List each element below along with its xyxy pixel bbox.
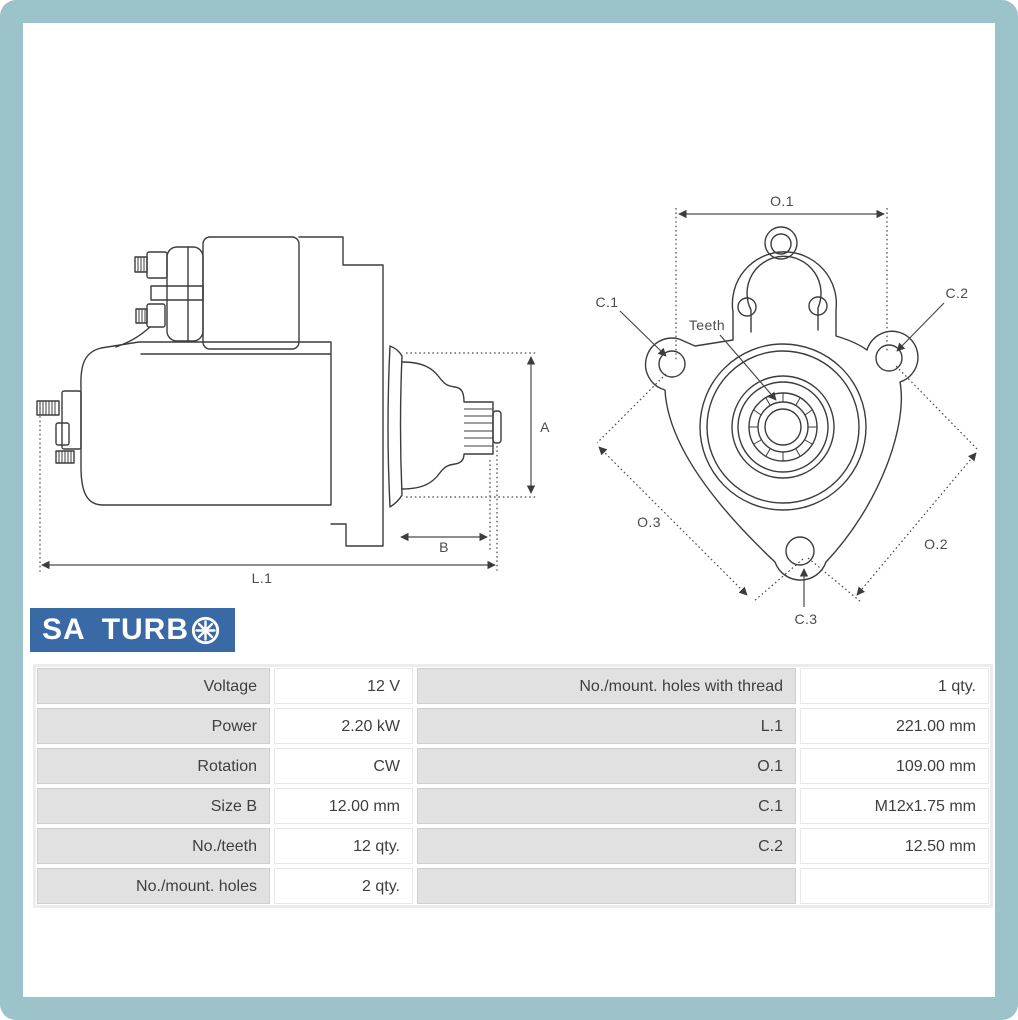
dim-label-c1: C.1 — [596, 294, 619, 310]
spec-label-cell: Voltage — [37, 668, 270, 704]
spec-value-cell: M12x1.75 mm — [800, 788, 989, 824]
spec-value-cell: 1 qty. — [800, 668, 989, 704]
spec-label-cell: Rotation — [37, 748, 270, 784]
dim-label-c3: C.3 — [795, 611, 818, 627]
spec-label-cell: No./teeth — [37, 828, 270, 864]
spec-table: Voltage 12 V No./mount. holes with threa… — [33, 664, 993, 908]
spec-value-cell: 109.00 mm — [800, 748, 989, 784]
hole-c1 — [658, 350, 686, 378]
spec-label-cell: O.1 — [417, 748, 796, 784]
spec-value-cell: 2 qty. — [274, 868, 413, 904]
dim-label-c2: C.2 — [946, 285, 969, 301]
spec-value-cell: 12.50 mm — [800, 828, 989, 864]
side-view-drawing: A B L.1 — [36, 236, 550, 586]
spec-value-cell: 12 qty. — [274, 828, 413, 864]
dim-label-b: B — [439, 539, 449, 555]
spec-label-cell — [417, 868, 796, 904]
spec-label-cell: C.2 — [417, 828, 796, 864]
brand-logo-text-right: TURB — [101, 613, 190, 646]
dim-label-o2: O.2 — [924, 536, 948, 552]
spec-label-cell: L.1 — [417, 708, 796, 744]
pinion-teeth — [749, 393, 817, 461]
spec-value-cell: 2.20 kW — [274, 708, 413, 744]
dim-label-a: A — [540, 419, 550, 435]
spec-value-cell: CW — [274, 748, 413, 784]
spec-value-cell — [800, 868, 989, 904]
spec-value-cell: 221.00 mm — [800, 708, 989, 744]
dim-label-o3: O.3 — [637, 514, 661, 530]
brand-logo: SA TURB — [30, 608, 236, 652]
spec-label-cell: C.1 — [417, 788, 796, 824]
spec-value-cell: 12 V — [274, 668, 413, 704]
spec-value-cell: 12.00 mm — [274, 788, 413, 824]
teeth-label: Teeth — [689, 317, 725, 333]
hole-c2 — [875, 344, 903, 372]
dim-label-o1: O.1 — [770, 193, 794, 209]
front-view-drawing: O.1 C.1 C.2 Teeth O.3 O.2 C.3 — [596, 193, 979, 627]
brand-logo-text-left: SA — [42, 613, 86, 646]
spec-label-cell: No./mount. holes — [37, 868, 270, 904]
hole-c3 — [785, 536, 815, 566]
turbo-wheel-icon — [191, 616, 220, 644]
spec-label-cell: Size B — [37, 788, 270, 824]
dim-label-l1: L.1 — [252, 570, 273, 586]
spec-label-cell: No./mount. holes with thread — [417, 668, 796, 704]
spec-label-cell: Power — [37, 708, 270, 744]
